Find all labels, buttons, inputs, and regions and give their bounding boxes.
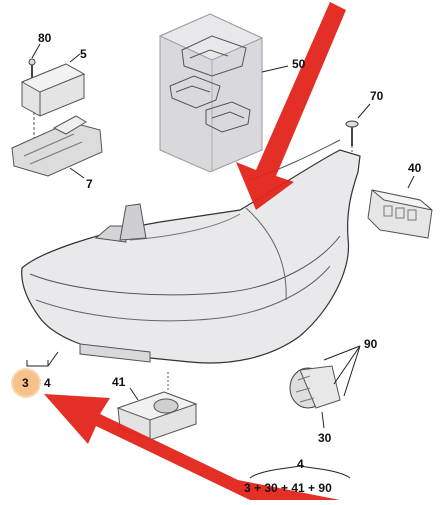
part-70-screw xyxy=(345,120,359,160)
label-30: 30 xyxy=(318,431,332,445)
leaders-90 xyxy=(323,345,361,397)
part-5-module xyxy=(20,63,86,117)
label-41: 41 xyxy=(112,375,126,389)
red-arrow-bottom xyxy=(44,394,340,500)
label-3: 3 xyxy=(22,376,29,390)
label-70: 70 xyxy=(370,89,384,103)
red-arrow-top xyxy=(236,2,346,210)
part-7-bracket xyxy=(11,115,103,177)
label-80: 80 xyxy=(38,31,52,45)
parts-formula: 3 + 30 + 41 + 90 xyxy=(244,481,332,495)
label-4-bottom: 4 xyxy=(297,457,304,471)
inset-box-50 xyxy=(158,13,264,173)
highlight-circle xyxy=(13,370,39,396)
headlamp-assembly xyxy=(21,139,361,364)
label-50: 50 xyxy=(292,57,306,71)
label-40: 40 xyxy=(408,161,422,175)
label-4-left: 4 xyxy=(44,376,51,390)
part-40-module xyxy=(367,189,433,239)
label-5: 5 xyxy=(80,47,87,61)
label-7: 7 xyxy=(86,177,93,191)
part-30-motor xyxy=(289,365,341,409)
label-90: 90 xyxy=(364,337,378,351)
